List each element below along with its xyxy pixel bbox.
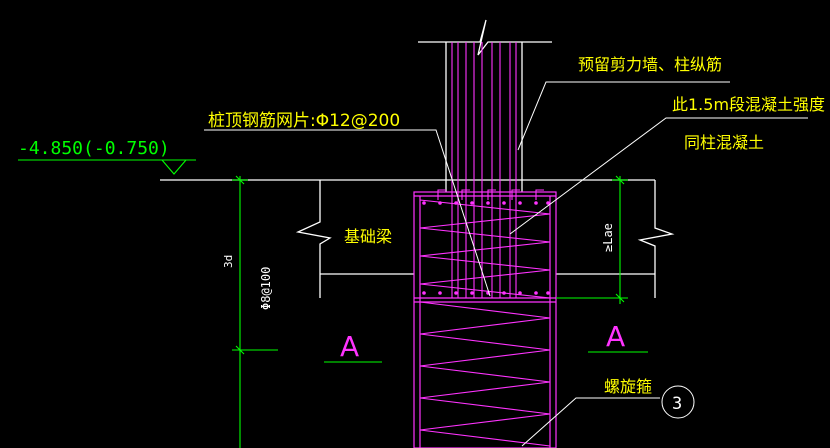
- bar-hooks: [437, 189, 544, 200]
- elevation-label: -4.850(-0.750): [18, 138, 170, 159]
- right-beam-break: [637, 180, 675, 274]
- dim-lae-label: ≥Lae: [601, 223, 615, 252]
- leader-reserved-bars: [517, 81, 730, 151]
- concrete-strength-label-2: 同柱混凝土: [684, 133, 764, 152]
- spiral-stirrup: [419, 199, 551, 447]
- foundation-beam-label: 基础梁: [344, 227, 392, 246]
- concrete-strength-label-1: 此1.5m段混凝土强度: [672, 95, 825, 114]
- spiral-stirrup-label: 螺旋箍: [604, 377, 652, 396]
- left-beam-break: [295, 180, 332, 274]
- dimension-lines: [18, 159, 648, 448]
- section-right-label: A: [606, 320, 625, 353]
- leader-concrete-strength: [509, 117, 808, 235]
- dim-3d-label: 3d: [222, 255, 235, 268]
- leader-pile-top-mesh: [204, 129, 491, 297]
- pile-top-mesh-label: 桩顶钢筋网片:Φ12@200: [208, 111, 400, 131]
- column-longitudinal-bars: [451, 42, 517, 298]
- leader-spiral: [521, 397, 660, 447]
- pile-cap-outline: [413, 191, 557, 448]
- elevation-triangle: [161, 159, 187, 175]
- dim-stirrup-label: Φ8@100: [259, 267, 273, 310]
- detail-number-label: 3: [672, 394, 682, 414]
- mesh-bar-dots: [422, 201, 550, 295]
- section-left-label: A: [340, 330, 359, 363]
- detail-circle: [661, 385, 695, 419]
- leader-lines: [204, 81, 808, 447]
- wall-top-break-line: [418, 19, 552, 56]
- reserved-bars-label: 预留剪力墙、柱纵筋: [578, 55, 722, 74]
